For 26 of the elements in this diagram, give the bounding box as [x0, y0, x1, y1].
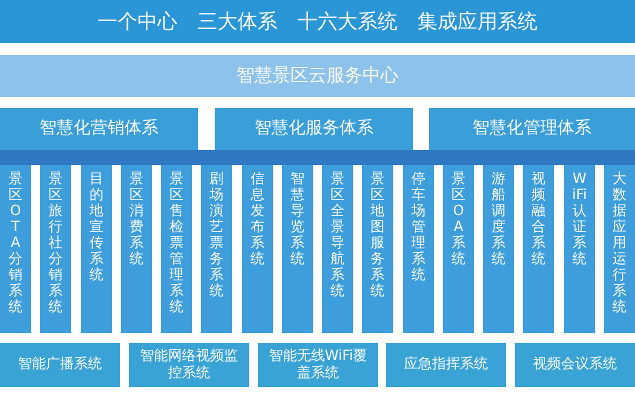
- system-box: 视频会议系统: [515, 343, 635, 387]
- system-column: WiFi认证系统: [564, 165, 595, 333]
- system-column: 剧场演艺票务系统: [201, 165, 232, 333]
- system-column: 智慧导览系统: [282, 165, 313, 333]
- system-column: 视频融合系统: [523, 165, 554, 333]
- system-column: 信息发布系统: [242, 165, 273, 333]
- system-box: 智能无线WiFi覆盖系统: [258, 343, 378, 387]
- system-column: 景区消费系统: [121, 165, 152, 333]
- layer-box: 智慧化管理体系: [429, 108, 635, 150]
- system-column: 景区售检票管理系统: [161, 165, 192, 333]
- system-column: 景区地图服务系统: [362, 165, 393, 333]
- system-column: 景区旅行社分销系统: [40, 165, 71, 333]
- system-column: 游船调度系统: [483, 165, 514, 333]
- system-column: 景区OA系统: [443, 165, 474, 333]
- system-box: 智能广播系统: [0, 343, 120, 387]
- system-column: 目的地宣传系统: [81, 165, 112, 333]
- system-column: 景区OTA分销系统: [0, 165, 31, 333]
- layer-box: 智慧景区云服务中心: [0, 55, 635, 97]
- system-box: 智能网络视频监控系统: [129, 343, 249, 387]
- system-box: 应急指挥系统: [386, 343, 506, 387]
- layer-box: 一个中心 三大体系 十六大系统 集成应用系统: [0, 0, 635, 43]
- layer-box: 智慧化营销体系: [0, 108, 198, 150]
- layer-box: 智慧化服务体系: [215, 108, 413, 150]
- system-column: 大数据应用运行系统: [604, 165, 635, 333]
- system-column: 停车场管理系统: [403, 165, 434, 333]
- system-column: 景区全景导航系统: [322, 165, 353, 333]
